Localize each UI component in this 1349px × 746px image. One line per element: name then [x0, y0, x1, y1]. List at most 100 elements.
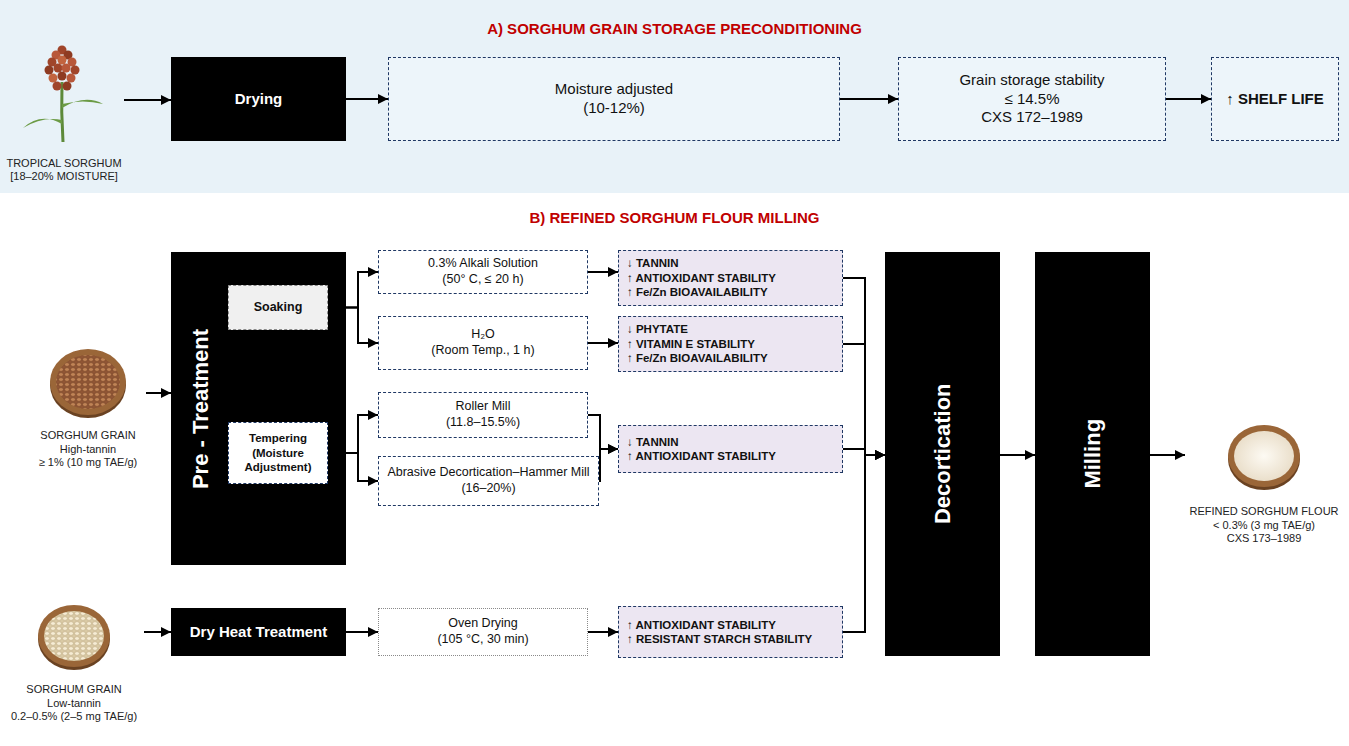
node-text: ↓ TANNIN [627, 435, 679, 449]
flow-arrow [1166, 98, 1211, 100]
node-text: ↑ ANTIOXIDANT STABILITY [627, 449, 776, 463]
grain-bowl [50, 349, 126, 418]
bowl-shadow [38, 608, 110, 670]
process-box: Milling [1035, 252, 1150, 656]
flow-arrow [328, 272, 378, 308]
node-text: (11.8–15.5%) [446, 415, 520, 431]
node-text: SORGHUM GRAIN [26, 683, 121, 697]
panicle-grain [64, 51, 73, 60]
panicle-grain [68, 58, 77, 67]
node-text: < 0.3% (3 mg TAE/g) [1213, 519, 1315, 533]
panicle-grain [58, 46, 67, 55]
bowl-shadow [1228, 428, 1300, 490]
bowl-grains [56, 355, 120, 409]
node-text: Tempering [249, 431, 307, 445]
flow-arrow [144, 631, 171, 633]
bowl-grains [44, 611, 104, 661]
plant-leaf [62, 100, 103, 108]
node-text: (50° C, ≤ 20 h) [442, 272, 523, 288]
node-text: SORGHUM GRAIN [40, 429, 135, 443]
node-text: A) SORGHUM GRAIN STORAGE PRECONDITIONING [487, 20, 862, 39]
flow-arrow [588, 342, 618, 344]
panicle-grain [48, 58, 57, 67]
panicle-grain [58, 72, 67, 81]
flow-arrow [346, 631, 378, 633]
node-text: Pre - Treatment [187, 328, 215, 488]
node-text: ≥ 1% (10 mg TAE/g) [39, 456, 138, 470]
flow-arrow [588, 271, 618, 273]
effect-box: ↓ PHYTATE↑ VITAMIN E STABILITY↑ Fe/Zn BI… [618, 316, 843, 372]
image-caption: REFINED SORGHUM FLOUR< 0.3% (3 mg TAE/g)… [1185, 410, 1343, 546]
panicle-grain [53, 82, 62, 91]
node-text: ↑ Fe/Zn BIOAVAILABILITY [627, 351, 768, 365]
sorghum-plant [23, 46, 103, 143]
bowl-flour [1234, 431, 1294, 481]
flow-arrow [124, 99, 171, 101]
plant-stalk [62, 82, 63, 142]
node-text: (Moisture Adjustment) [233, 446, 323, 475]
node-text: ↑ ANTIOXIDANT STABILITY [627, 271, 776, 285]
node-text: H₂O [471, 327, 495, 343]
panicle-grain [71, 66, 80, 75]
condition-box: Abrasive Decortication–Hammer Mill(16–20… [378, 456, 599, 506]
condition-box: Roller Mill(11.8–15.5%) [378, 392, 588, 438]
plant-leaf [23, 119, 62, 128]
node-text: Low-tannin [47, 697, 101, 711]
panicle-grain [45, 66, 54, 75]
panicle-grain [54, 64, 63, 73]
node-text: Moisture adjusted [555, 80, 673, 99]
bowl-rim [38, 605, 110, 667]
node-text: ≤ 14.5% [1005, 90, 1060, 109]
condition-box: H₂O(Room Temp., 1 h) [378, 316, 588, 370]
node-text: High-tannin [60, 443, 116, 457]
node-text: 0.2–0.5% (2–5 mg TAE/g) [11, 710, 137, 724]
node-text: ↑ Fe/Zn BIOAVAILABILITY [627, 285, 768, 299]
node-text: REFINED SORGHUM FLOUR [1189, 505, 1338, 519]
node-text: ↑ VITAMIN E STABILITY [627, 337, 755, 351]
panicle-grain [63, 82, 72, 91]
flow-arrow [328, 308, 378, 344]
panicle-grain [52, 51, 61, 60]
node-text: Oven Drying [448, 616, 517, 632]
node-text: Roller Mill [456, 399, 511, 415]
flow-arrow [1150, 454, 1185, 456]
condition-box: Moisture adjusted(10-12%) [388, 57, 840, 141]
section-title: B) REFINED SORGHUM FLOUR MILLING [0, 209, 1349, 226]
node-text: Abrasive Decortication–Hammer Mill [387, 465, 589, 481]
node-text: (16–20%) [461, 481, 515, 497]
node-text: (10-12%) [583, 99, 645, 118]
node-text: Drying [235, 90, 283, 109]
flow-arrow [840, 98, 898, 100]
node-text: ↓ TANNIN [627, 256, 679, 270]
panicle-grain [62, 64, 71, 73]
bowl-shadow [50, 352, 126, 418]
flow-arrow [588, 631, 618, 633]
panicle-grain [58, 56, 67, 65]
effect-box: ↑ ANTIOXIDANT STABILITY↑ RESISTANT STARC… [618, 606, 843, 658]
step-box: Tempering(Moisture Adjustment) [228, 422, 328, 484]
node-text: ↓ PHYTATE [627, 322, 688, 336]
section-band: A) SORGHUM GRAIN STORAGE PRECONDITIONING… [0, 0, 1349, 193]
flow-arrow [843, 449, 885, 455]
flow-arrow [328, 453, 378, 481]
flow-arrow [843, 344, 885, 455]
process-box: Pre - Treatment SoakingTempering(Moisture… [171, 252, 346, 565]
bowl-rim [1228, 425, 1300, 487]
node-text: CXS 172–1989 [981, 108, 1083, 127]
node-text: Soaking [254, 300, 303, 316]
flow-arrow [146, 392, 171, 394]
node-text: Milling [1079, 419, 1107, 489]
node-text: (Room Temp., 1 h) [431, 343, 534, 359]
effect-box: ↓ TANNIN↑ ANTIOXIDANT STABILITY [618, 425, 843, 473]
flow-arrow [1000, 454, 1035, 456]
condition-box: 0.3% Alkali Solution(50° C, ≤ 20 h) [378, 250, 588, 294]
process-box: Drying [171, 57, 346, 141]
flour-bowl [1228, 425, 1300, 490]
process-box: Decortication [885, 252, 1000, 656]
flow-arrow [843, 278, 885, 455]
node-text: CXS 173–1989 [1227, 532, 1302, 546]
panicle-grain [67, 74, 76, 83]
node-text: Decortication [929, 384, 957, 525]
